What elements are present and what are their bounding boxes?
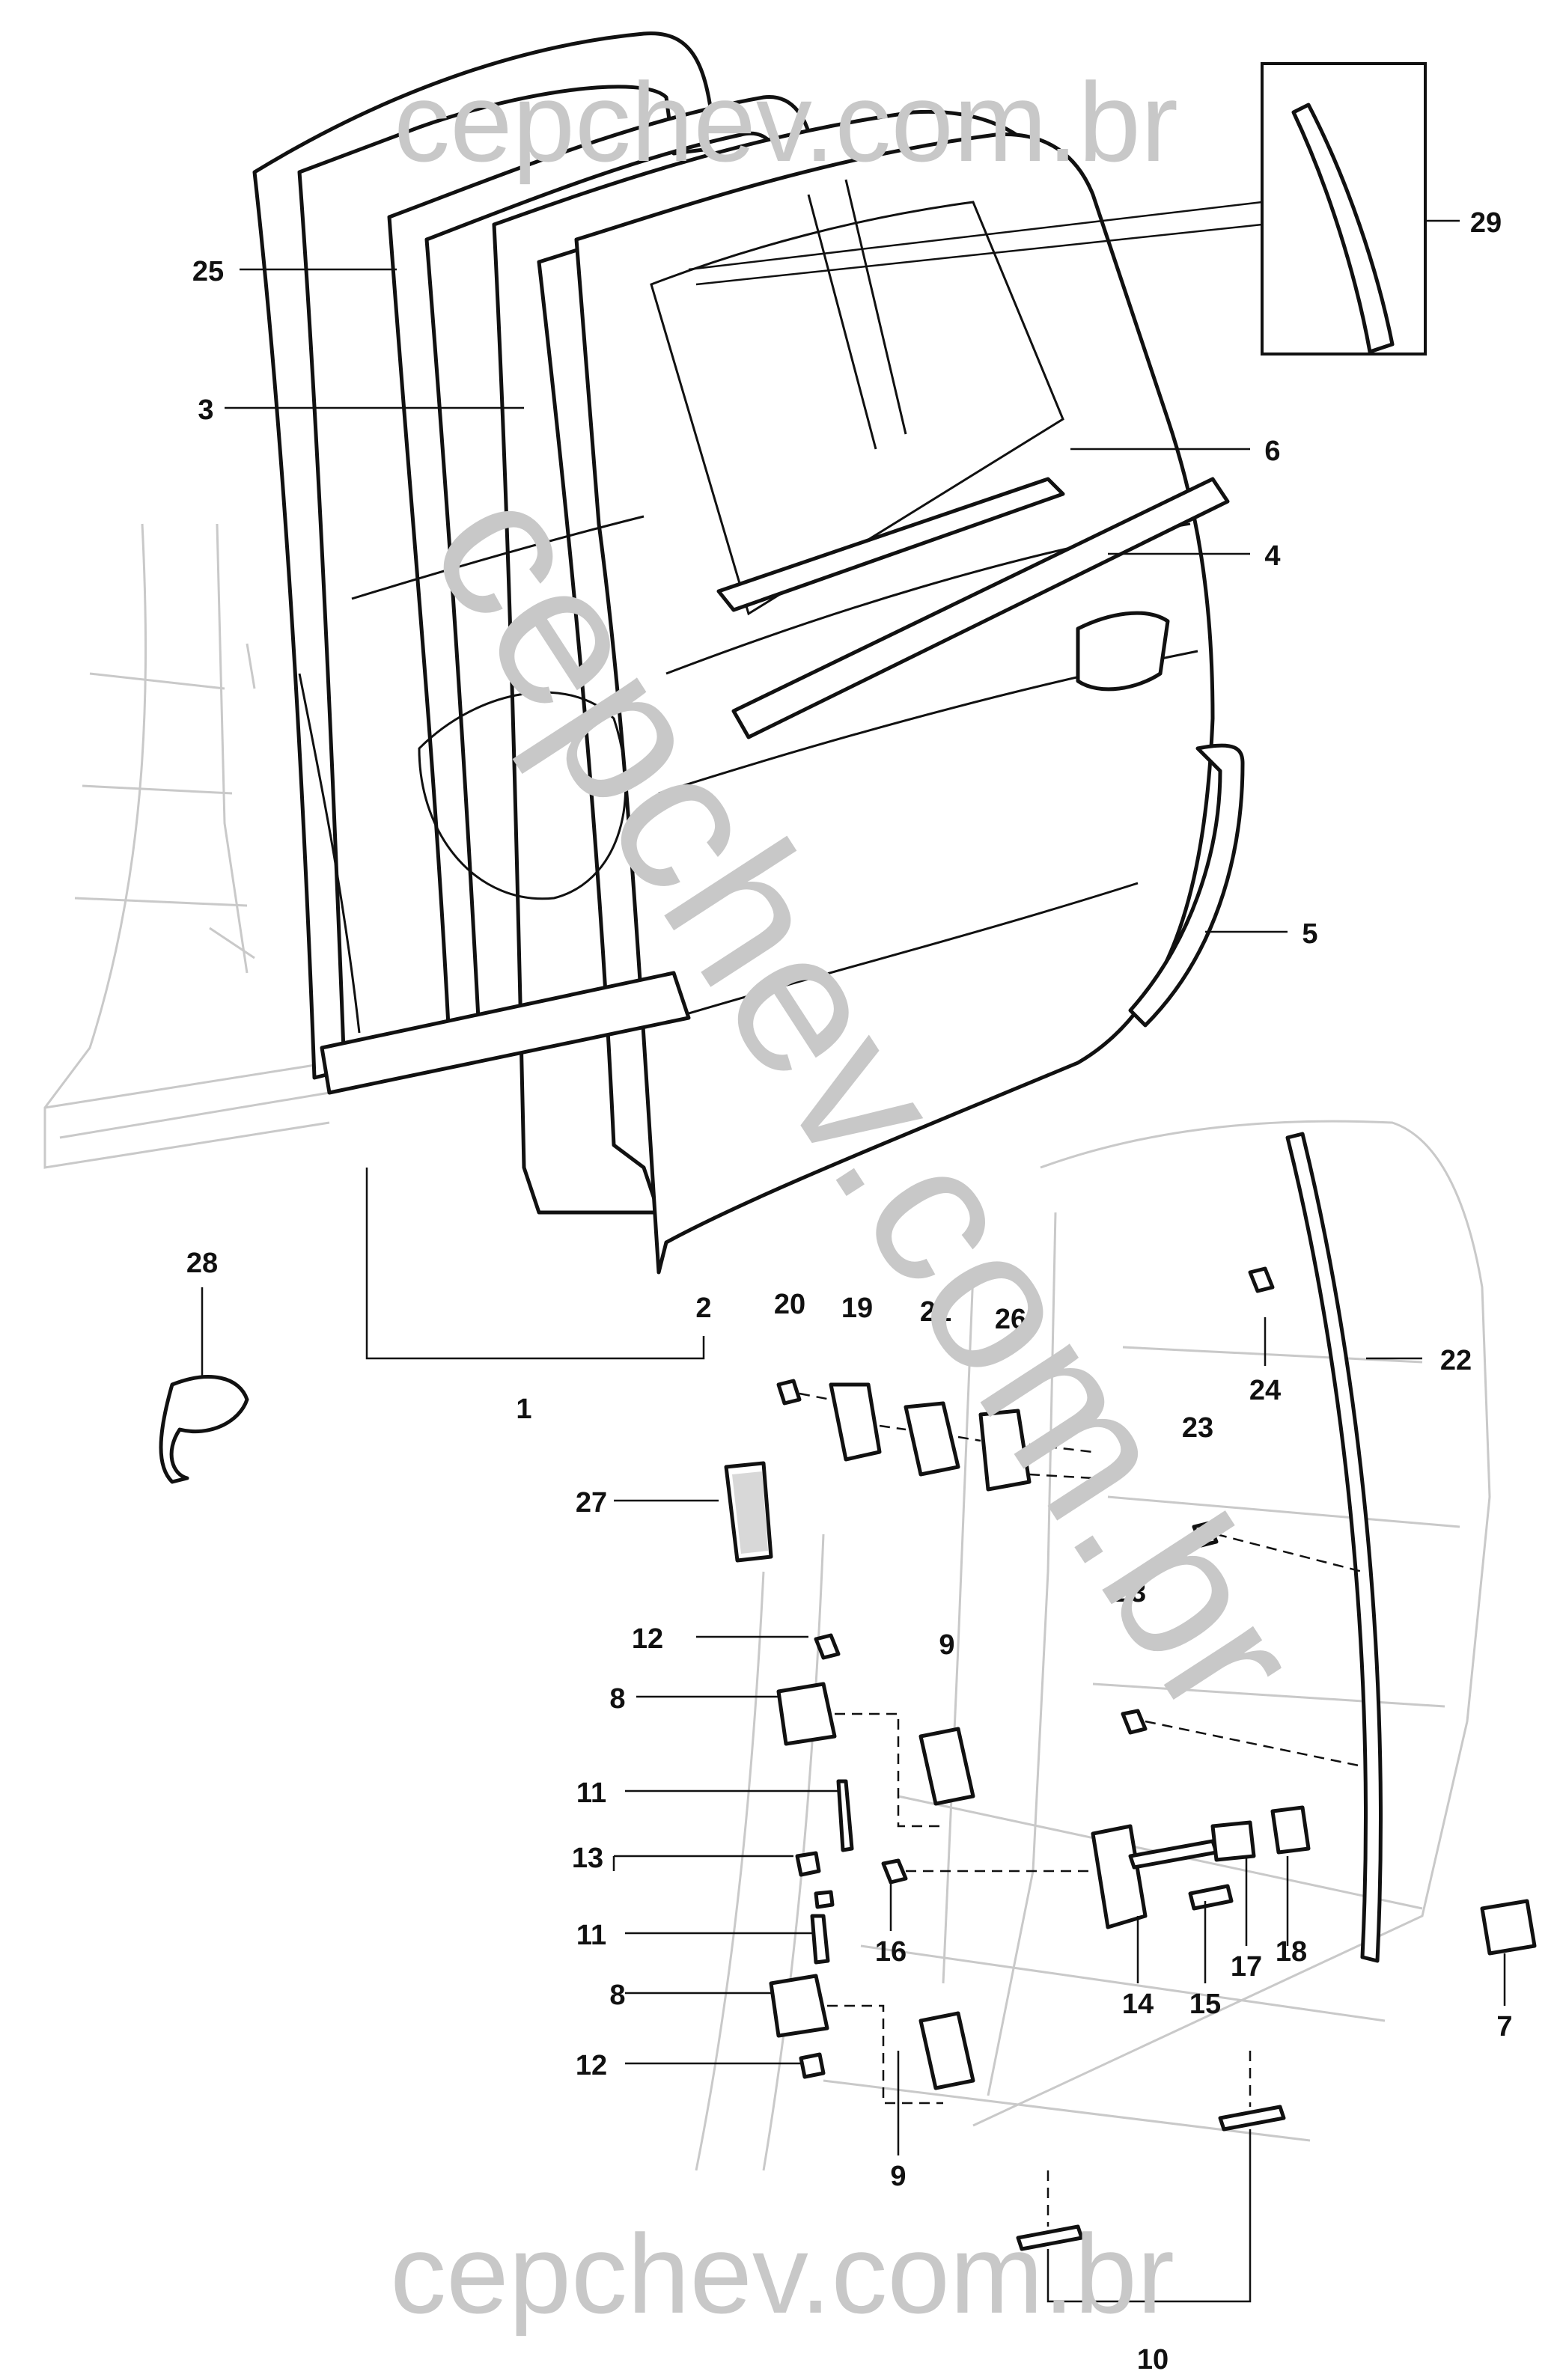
label-1: 1 — [516, 1394, 531, 1425]
label-23b: 23 — [1115, 1577, 1146, 1608]
label-6: 6 — [1264, 436, 1280, 467]
label-11b: 11 — [576, 1920, 606, 1951]
inset-box-29 — [1261, 62, 1427, 356]
pad-27 — [724, 1461, 773, 1563]
label-21: 21 — [920, 1296, 951, 1328]
label-22: 22 — [1440, 1345, 1472, 1376]
label-11a: 11 — [576, 1778, 606, 1809]
label-13: 13 — [572, 1843, 603, 1874]
label-12b: 12 — [576, 2050, 607, 2081]
label-18: 18 — [1276, 1936, 1307, 1968]
label-29: 29 — [1470, 207, 1502, 239]
body-pillar-ghost-left — [43, 523, 330, 1169]
label-15: 15 — [1189, 1989, 1221, 2020]
leader-lines — [201, 201, 1506, 2303]
label-5: 5 — [1302, 918, 1317, 950]
lower-hinge — [769, 1974, 975, 2105]
label-23a: 23 — [1182, 1412, 1213, 1444]
label-14: 14 — [1122, 1989, 1154, 2020]
door-check-link-14 — [881, 1805, 1311, 1929]
body-shell-ghost-right — [695, 1120, 1491, 2171]
watermark-top: cepchev.com.br — [394, 59, 1178, 185]
label-3: 3 — [198, 394, 213, 426]
label-2: 2 — [695, 1293, 711, 1324]
belt-molding-6 — [716, 477, 1065, 612]
door-edge-molding-5 — [1128, 743, 1245, 1028]
label-24: 24 — [1249, 1375, 1281, 1406]
label-8b: 8 — [609, 1980, 625, 2011]
label-8a: 8 — [609, 1683, 625, 1715]
label-26: 26 — [995, 1304, 1026, 1335]
label-20: 20 — [774, 1289, 805, 1320]
callout-labels: 25 3 29 6 4 5 2 1 28 20 19 21 26 24 22 2… — [186, 207, 1513, 2376]
label-4: 4 — [1264, 540, 1280, 572]
belt-molding-4 — [731, 477, 1230, 739]
label-7: 7 — [1496, 2011, 1512, 2042]
door-shell-2 — [574, 132, 1215, 1275]
label-27: 27 — [576, 1487, 607, 1519]
label-12a: 12 — [632, 1623, 663, 1655]
label-17: 17 — [1231, 1951, 1262, 1983]
clip-28 — [159, 1375, 249, 1484]
clip-7 — [1480, 1899, 1537, 1956]
rear-channel-22 — [1121, 1132, 1383, 1963]
sill-plates-10 — [1016, 2051, 1286, 2251]
upper-hinge — [776, 1633, 975, 1965]
door-inner-panel-1 — [298, 515, 691, 1095]
door-seal-outer-25 — [252, 31, 713, 1080]
label-28: 28 — [186, 1248, 218, 1279]
label-19: 19 — [841, 1293, 873, 1324]
label-25: 25 — [192, 256, 224, 287]
hinge-plates-19-21-26 — [776, 1379, 1094, 1492]
window-run-channel — [807, 179, 907, 450]
label-16: 16 — [875, 1936, 907, 1968]
label-10: 10 — [1137, 2344, 1169, 2376]
label-9a: 9 — [939, 1629, 954, 1661]
door-frame-inner-3 — [387, 95, 814, 1043]
watermark-bottom: cepchev.com.br — [390, 2211, 1174, 2337]
label-9b: 9 — [890, 2161, 906, 2192]
